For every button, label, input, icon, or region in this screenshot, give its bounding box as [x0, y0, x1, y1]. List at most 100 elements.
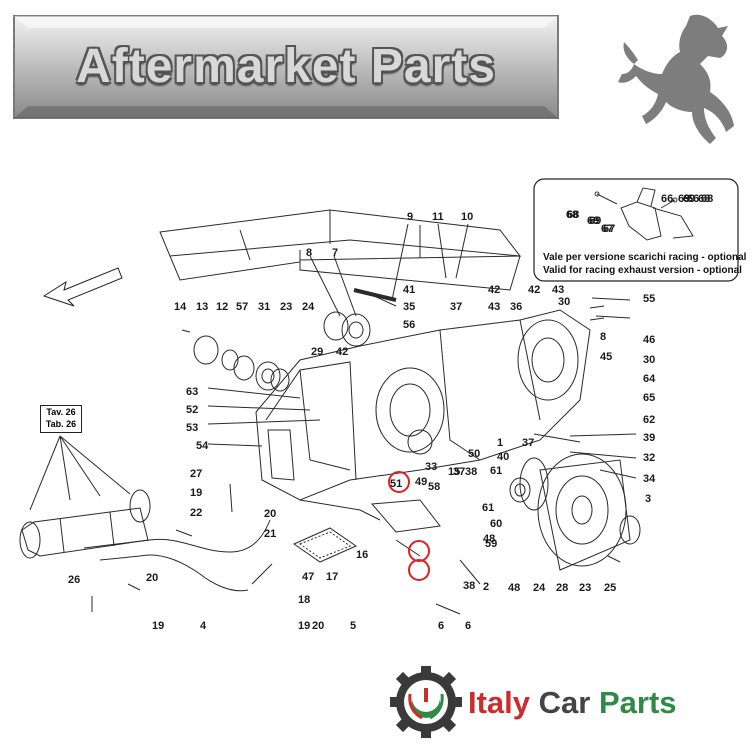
callout-24: 24	[533, 582, 546, 594]
banner-title: Aftermarket Parts	[76, 40, 496, 93]
callout-40: 40	[497, 451, 509, 463]
svg-text:68: 68	[701, 193, 713, 205]
brand-word-italy: Italy	[468, 685, 531, 720]
callout-69: 69	[587, 215, 599, 227]
direction-arrow-icon	[42, 267, 123, 307]
callout-42: 42	[488, 284, 500, 296]
callout-62: 62	[643, 414, 655, 426]
callout-51: 51	[390, 478, 402, 490]
callout-2: 2	[483, 581, 489, 593]
callout-21: 21	[264, 528, 276, 540]
svg-text:69: 69	[589, 215, 601, 227]
callout-20: 20	[0, 0, 12, 3]
callout-38: 38	[465, 466, 477, 478]
callout-26: 26	[68, 574, 80, 586]
callout-59: 59	[485, 538, 497, 550]
brand-word-parts: Parts	[598, 685, 677, 720]
callout-47: 47	[302, 571, 314, 583]
brand-name: Italy Car Parts	[468, 683, 677, 723]
callout-45: 45	[600, 351, 612, 363]
callout-30: 30	[558, 296, 570, 308]
callout-29: 29	[311, 346, 323, 358]
prancing-horse-logo	[618, 14, 734, 145]
highlight-49	[388, 471, 410, 493]
callout-27: 27	[190, 468, 202, 480]
callout-54: 54	[196, 440, 209, 452]
callout-18: 18	[298, 594, 310, 606]
highlight-38	[408, 559, 430, 581]
table-ref-tab: Tab. 26	[45, 419, 77, 429]
svg-text:66: 66	[661, 193, 673, 205]
callout-8: 8	[600, 331, 606, 343]
callout-4: 4	[200, 620, 207, 632]
callout-17: 17	[326, 571, 338, 583]
callout-33: 33	[425, 461, 437, 473]
callout-32: 32	[643, 452, 655, 464]
callout-7: 7	[332, 247, 338, 259]
callout-5: 5	[350, 620, 356, 632]
gear-wreath-logo	[390, 666, 462, 738]
callout-46: 46	[643, 334, 655, 346]
callout-69: 69	[678, 193, 690, 205]
callout-39: 39	[643, 432, 655, 444]
callout-42: 42	[528, 284, 540, 296]
callout-31: 31	[258, 301, 270, 313]
callout-22: 22	[190, 507, 202, 519]
callout-66: 66	[687, 193, 699, 205]
callout-20: 20	[312, 620, 324, 632]
callout-68: 68	[566, 209, 578, 221]
brand-word-car: Car	[538, 685, 591, 720]
callout-57: 57	[236, 301, 248, 313]
callout-6: 6	[438, 620, 444, 632]
callout-42: 42	[336, 346, 348, 358]
callout-35: 35	[403, 301, 415, 313]
callout-38: 38	[463, 580, 475, 592]
callout-10: 10	[461, 211, 473, 223]
callout-63: 63	[186, 386, 198, 398]
callout-19: 19	[152, 620, 164, 632]
note-italian: Vale per versione scarichi racing - opti…	[543, 252, 747, 263]
callout-8: 8	[306, 247, 312, 259]
callout-3: 3	[645, 493, 651, 505]
callout-60: 60	[490, 518, 502, 530]
callout-50: 50	[468, 448, 480, 460]
table-reference-box: Tav. 26 Tab. 26	[40, 405, 82, 433]
callout-34: 34	[643, 473, 656, 485]
callout-48: 48	[508, 582, 520, 594]
callout-23: 23	[579, 582, 591, 594]
callout-19: 19	[190, 487, 202, 499]
callout-43: 43	[488, 301, 500, 313]
callout-58: 58	[428, 481, 440, 493]
callout-9: 9	[407, 211, 413, 223]
callout-52: 52	[186, 404, 198, 416]
callout-37: 37	[450, 301, 462, 313]
callout-61: 61	[490, 465, 502, 477]
callout-55: 55	[643, 293, 655, 305]
callout-36: 36	[510, 301, 522, 313]
callout-24: 24	[302, 301, 315, 313]
callout-37: 37	[522, 437, 534, 449]
callout-23: 23	[280, 301, 292, 313]
callout-20: 20	[146, 572, 158, 584]
callout-43: 43	[552, 284, 564, 296]
callout-68: 68	[698, 193, 710, 205]
note-english: Valid for racing exhaust version - optio…	[543, 265, 742, 276]
callout-53: 53	[186, 422, 198, 434]
callout-6: 6	[465, 620, 471, 632]
table-ref-tav: Tav. 26	[46, 407, 76, 417]
callout-13: 13	[196, 301, 208, 313]
svg-text:69: 69	[683, 193, 695, 205]
callout-11: 11	[432, 211, 444, 223]
callout-61: 61	[482, 502, 494, 514]
callout-41: 41	[403, 284, 415, 296]
callout-12: 12	[216, 301, 228, 313]
title-banner: Aftermarket Parts	[12, 14, 560, 120]
callout-67: 67	[601, 223, 613, 235]
callout-37: 37	[453, 466, 465, 478]
callout-19: 19	[298, 620, 310, 632]
callout-28: 28	[556, 582, 568, 594]
svg-text:67: 67	[603, 223, 615, 235]
